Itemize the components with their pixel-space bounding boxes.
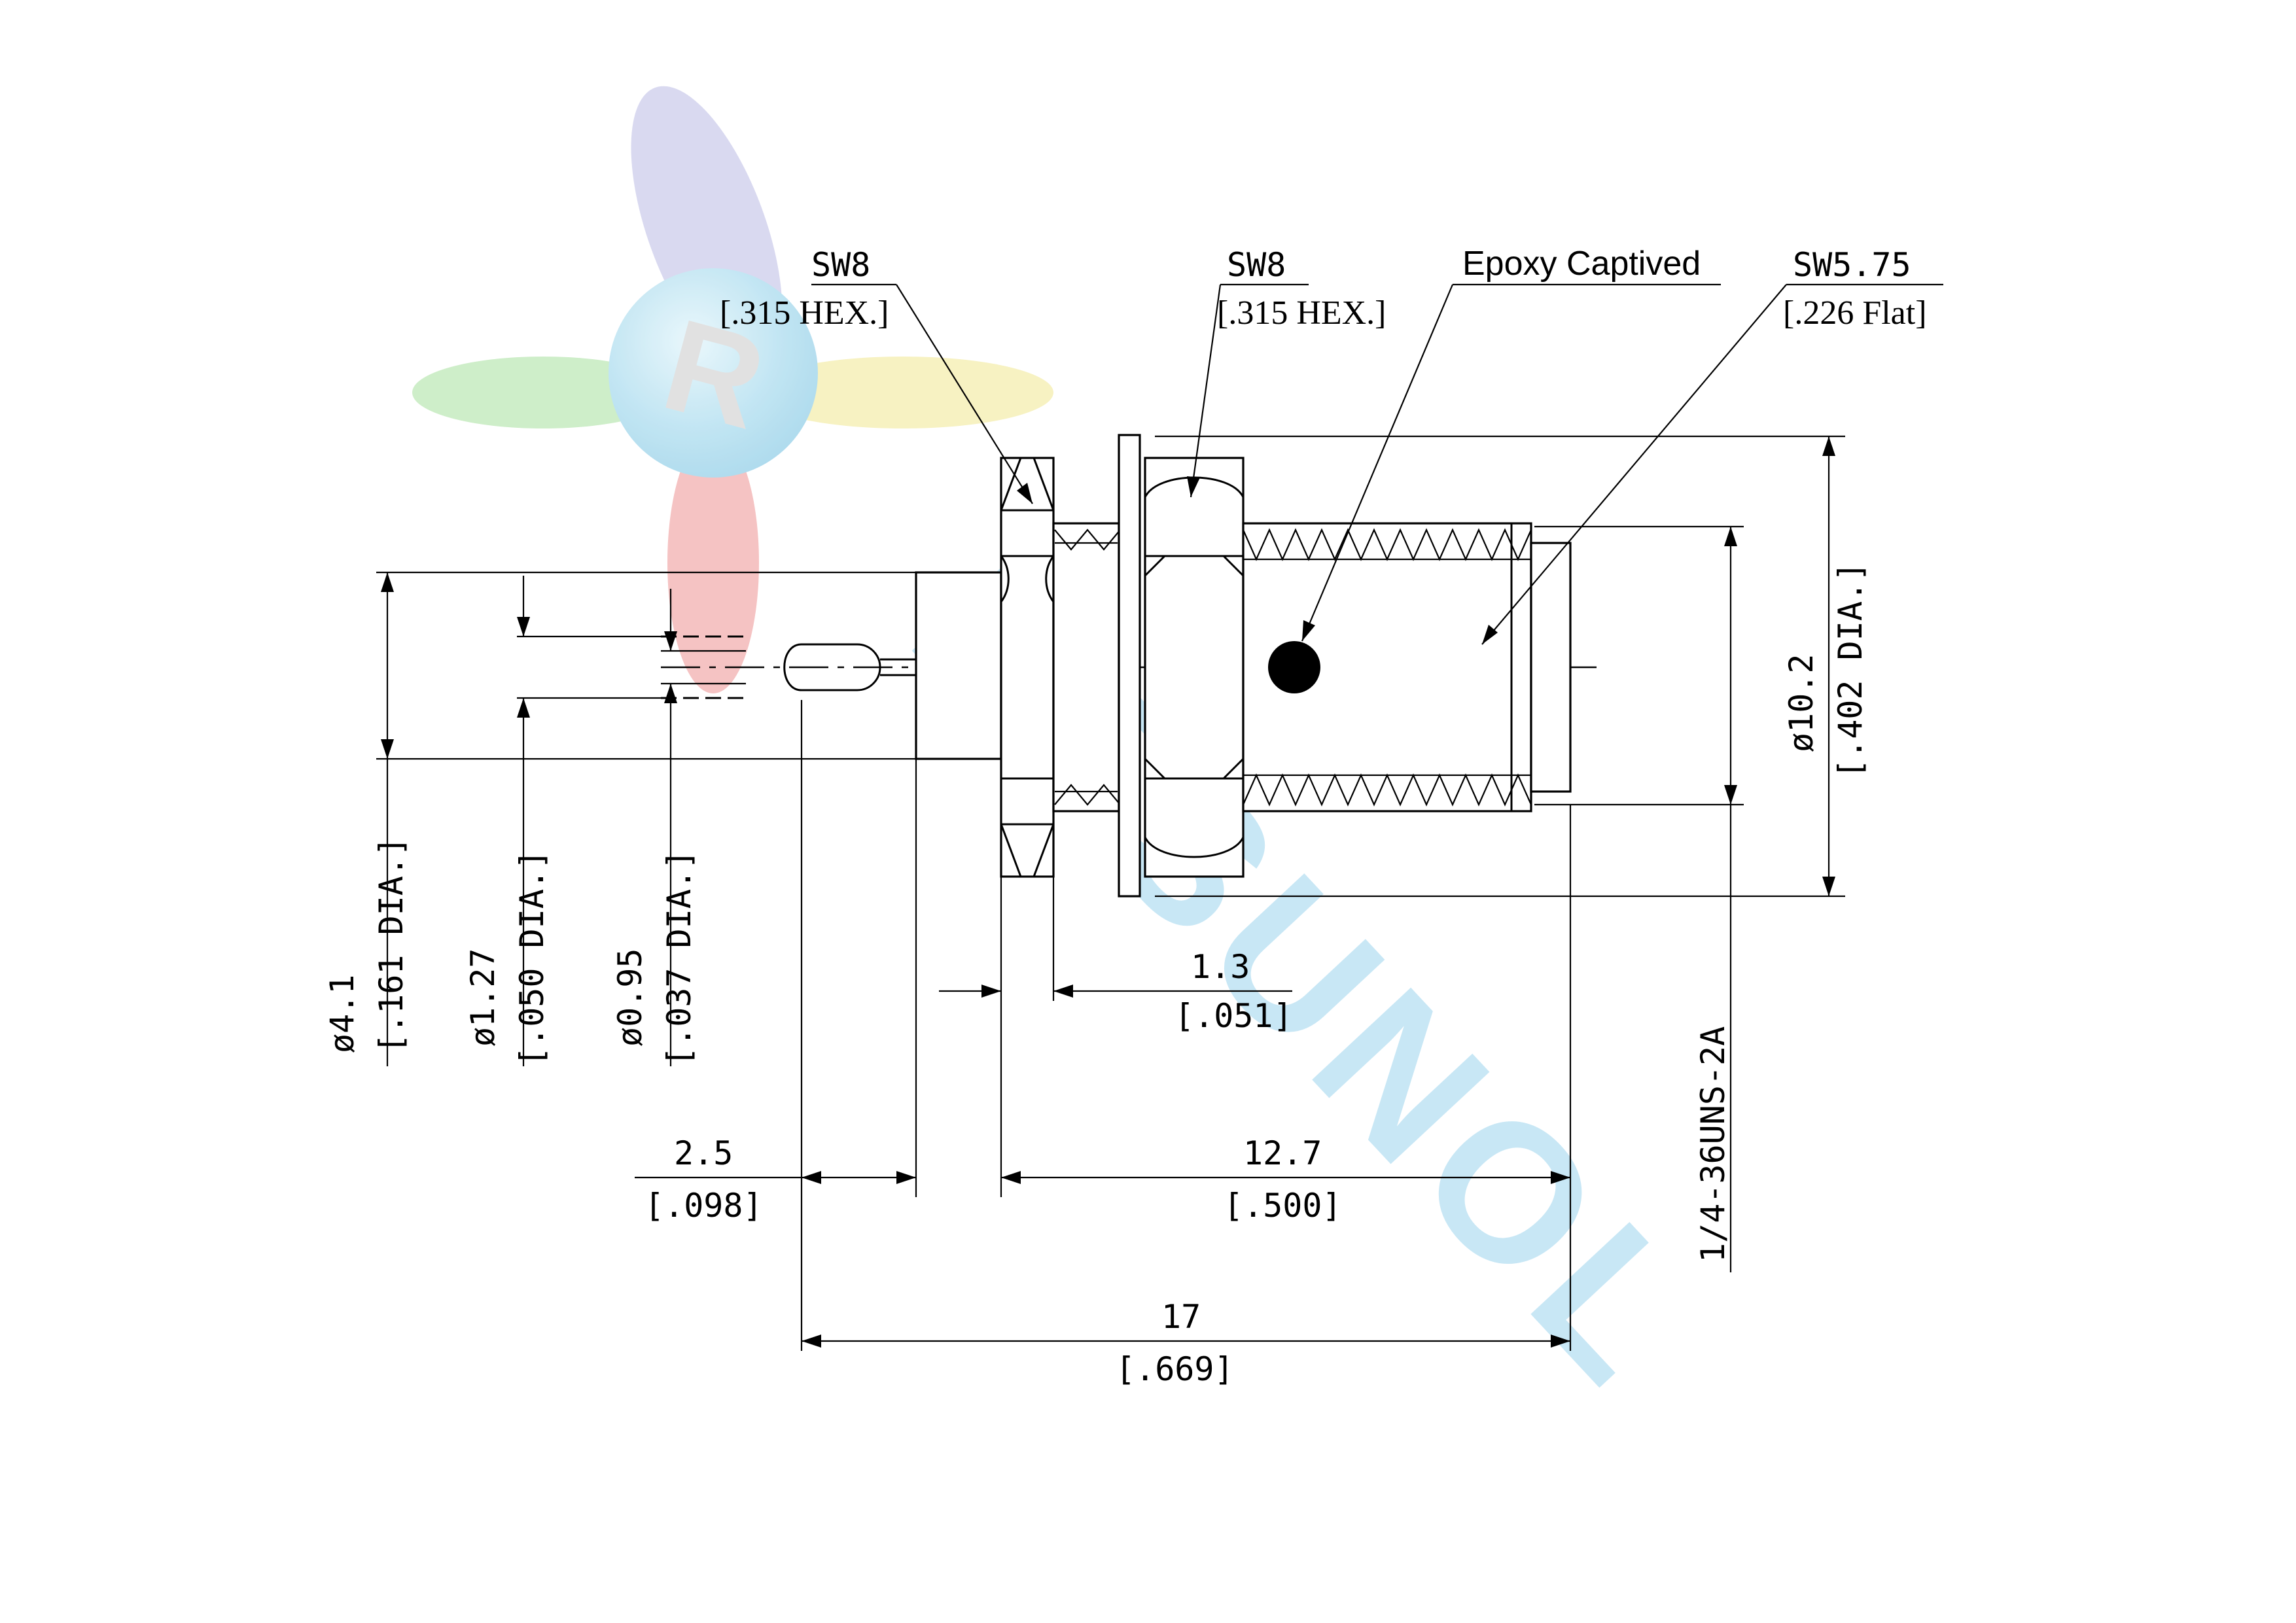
flat-size: SW5.75 [1793,246,1911,284]
logo-red-petal [667,432,759,693]
watermark-logo: R [412,86,1053,693]
dia-0-95-mm: ø0.95 [611,948,649,1047]
len-2-5-mm: 2.5 [674,1134,733,1172]
left-hex-nut [1000,457,1055,878]
dia-body-inch: [.402 DIA.] [1831,562,1869,778]
len-1-3-inch: [.051] [1174,997,1293,1035]
thread-spec: 1/4-36UNS-2A [1694,1026,1732,1263]
insulator [915,571,1002,760]
len-12-7-mm: 12.7 [1243,1134,1322,1172]
epoxy-dot [1268,641,1320,693]
washer [1118,434,1141,898]
dim-lines [376,435,1845,1351]
len-12-7-inch: [.500] [1224,1187,1342,1225]
len-17-inch: [.669] [1116,1350,1234,1388]
len-1-3-mm: 1.3 [1191,948,1250,986]
right-hex-size: SW8 [1227,246,1286,284]
left-hex-size: SW8 [811,246,870,284]
epoxy-label: Epoxy Captived [1462,245,1701,283]
dia-4-1-mm: ø4.1 [323,975,361,1053]
right-hex-nut [1144,457,1245,878]
logo-sphere [609,268,818,478]
len-17-mm: 17 [1161,1298,1201,1336]
flat-detail: [.226 Flat] [1783,294,1927,332]
dia-body-mm: ø10.2 [1782,654,1820,752]
dia-4-1-inch: [.161 DIA.] [372,837,410,1053]
dia-0-95-inch: [.037 DIA.] [660,850,698,1066]
right-hex-detail: [.315 HEX.] [1217,294,1386,332]
logo-green-swoosh [412,357,674,428]
threaded-body [1242,522,1572,812]
len-2-5-inch: [.098] [645,1187,763,1225]
leaders [811,283,1943,645]
dia-1-27-inch: [.050 DIA.] [513,850,551,1066]
left-thread [1052,522,1121,812]
left-hex-detail: [.315 HEX.] [720,294,889,332]
logo-yellow-swoosh [752,357,1053,428]
dia-1-27-mm: ø1.27 [464,948,502,1047]
